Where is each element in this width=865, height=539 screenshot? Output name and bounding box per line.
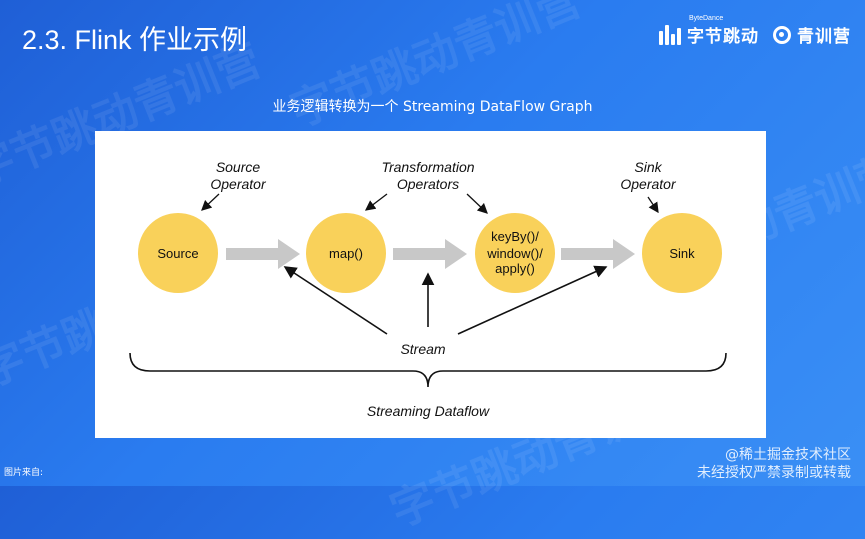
watermark: 字节跳动青训营 (283, 0, 589, 138)
qingxunying-logo: 青训营 (773, 22, 851, 47)
source-operator-label: Source (216, 159, 261, 175)
bytedance-bars-icon (659, 24, 681, 45)
window-label: window()/ (486, 246, 543, 261)
source-operator-label: Operator (210, 176, 267, 192)
pointer-arrow (466, 193, 488, 214)
juejin-line2: 未经授权严禁录制或转载 (697, 465, 851, 481)
image-source-caption: 图片来自: (4, 468, 44, 478)
dataflow-diagram: Source map() keyBy()/ window()/ apply() … (129, 159, 727, 419)
transformation-operators-label: Operators (397, 176, 459, 192)
bytedance-logo: ByteDance 字节跳动 (659, 15, 759, 47)
stream-arrow (283, 266, 388, 335)
sink-node-label: Sink (669, 246, 695, 261)
keyby-label: keyBy()/ (491, 229, 539, 244)
juejin-line1: @稀土掘金技术社区 (725, 447, 851, 463)
transformation-operators-label: Transformation (381, 159, 474, 175)
source-node (138, 213, 218, 293)
brand-logos: ByteDance 字节跳动 青训营 (659, 15, 851, 47)
diagram-panel: Source map() keyBy()/ window()/ apply() … (95, 131, 766, 438)
map-node-label: map() (329, 246, 363, 261)
flow-arrow (393, 239, 467, 269)
keyby-window-apply-node (475, 213, 555, 293)
page-title: 2.3. Flink 作业示例 (22, 25, 248, 55)
sink-operator-label: Sink (634, 159, 662, 175)
source-node-label: Source (157, 246, 198, 261)
apply-label: apply() (495, 261, 535, 276)
pointer-arrow (364, 193, 388, 211)
pointer-arrow (201, 193, 220, 211)
slide-subtitle: 业务逻辑转换为一个 Streaming DataFlow Graph (272, 99, 593, 115)
map-node (306, 213, 386, 293)
sink-node (642, 213, 722, 293)
juejin-watermark: @稀土掘金技术社区 未经授权严禁录制或转载 (697, 446, 851, 482)
bytedance-name: 字节跳动 (687, 27, 759, 47)
stream-label: Stream (400, 341, 445, 357)
qingxunying-name: 青训营 (797, 27, 851, 47)
sink-operator-label: Operator (620, 176, 677, 192)
dataflow-brace (129, 352, 727, 388)
flow-arrow (561, 239, 635, 269)
streaming-dataflow-label: Streaming Dataflow (367, 403, 490, 419)
flow-arrow (226, 239, 300, 269)
stream-arrow (457, 265, 608, 335)
pointer-arrow (647, 196, 659, 214)
qingxunying-icon (773, 25, 791, 44)
bytedance-small-text: ByteDance (689, 15, 724, 22)
